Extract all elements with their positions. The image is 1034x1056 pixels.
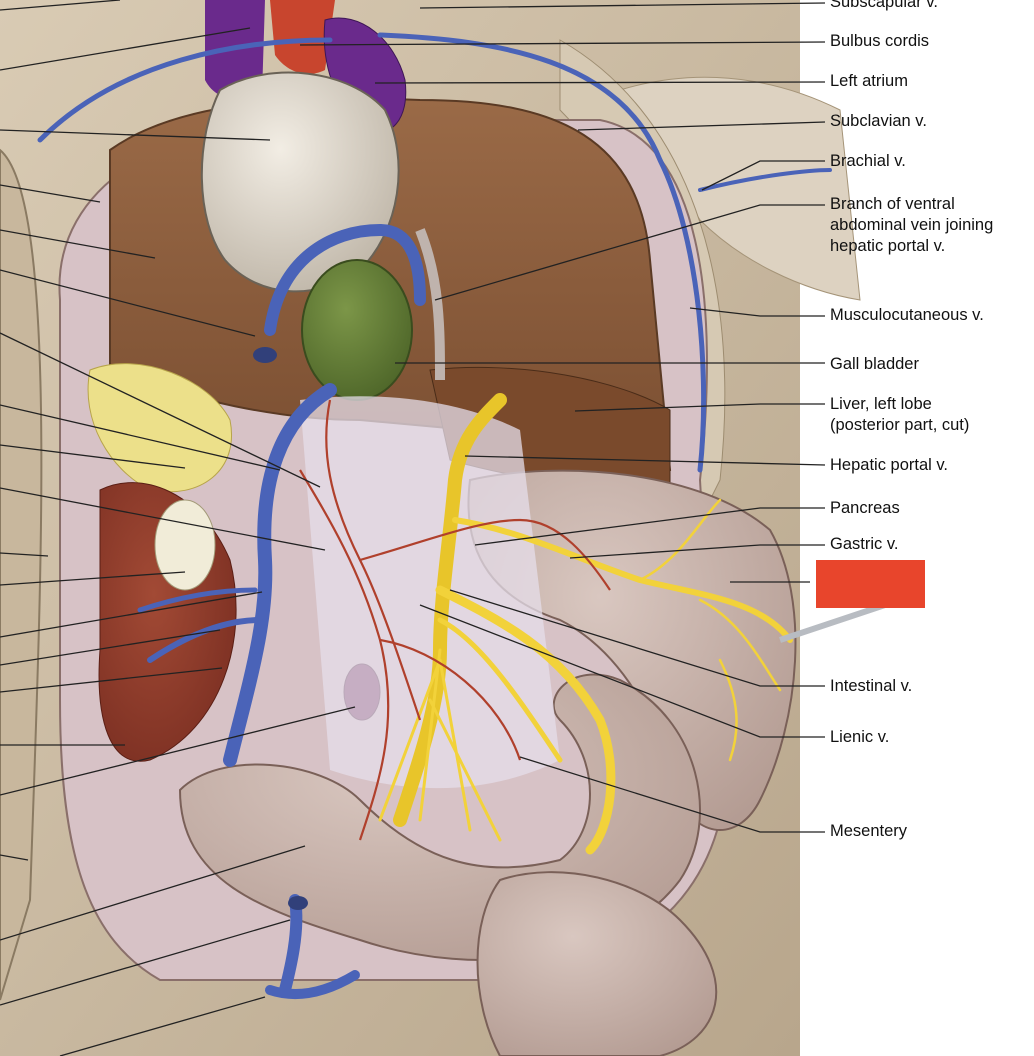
artery-network	[299, 399, 611, 841]
gall-bladder-shape	[301, 259, 413, 401]
label-left-atrium: Left atrium	[830, 72, 908, 90]
label-pancreas: Pancreas	[830, 499, 900, 517]
iliac-vein-opening	[288, 896, 308, 910]
label-subclavian-vein: Subclavian v.	[830, 112, 927, 130]
label-bulbus-cordis: Bulbus cordis	[830, 32, 930, 50]
label-gall-bladder: Gall bladder	[830, 355, 919, 373]
stomach	[467, 469, 797, 831]
mesentery-shape	[300, 396, 560, 789]
label-musculocutaneous-vein: Musculocutaneous v.	[830, 306, 984, 324]
label-gastric-vein: Gastric v.	[830, 535, 899, 553]
intestine-coil-2	[476, 871, 718, 1056]
label-liver-left-lobe: Liver, left lobe (posterior part, cut)	[830, 395, 970, 434]
vein-network	[37, 32, 832, 1000]
hepatic-portal-system	[378, 393, 793, 855]
label-brachial-vein: Brachial v.	[830, 152, 906, 170]
bulbus-cordis-shape	[270, 0, 335, 75]
vena-cava-opening	[253, 347, 277, 363]
gonad	[154, 499, 216, 591]
hidden-label-box[interactable]	[816, 560, 925, 608]
forelimb	[619, 76, 861, 301]
label-lienic-vein: Lienic v.	[830, 728, 890, 746]
label-ventral-abdominal-branch: Branch of ventral abdominal vein joining…	[830, 195, 994, 255]
leader-lines	[0, 0, 826, 1056]
label-mesentery: Mesentery	[830, 822, 908, 840]
label-intestinal-vein: Intestinal v.	[830, 677, 913, 695]
label-subscapular-vein: Subscapular v.	[830, 0, 938, 11]
label-hepatic-portal-vein: Hepatic portal v.	[830, 456, 948, 474]
